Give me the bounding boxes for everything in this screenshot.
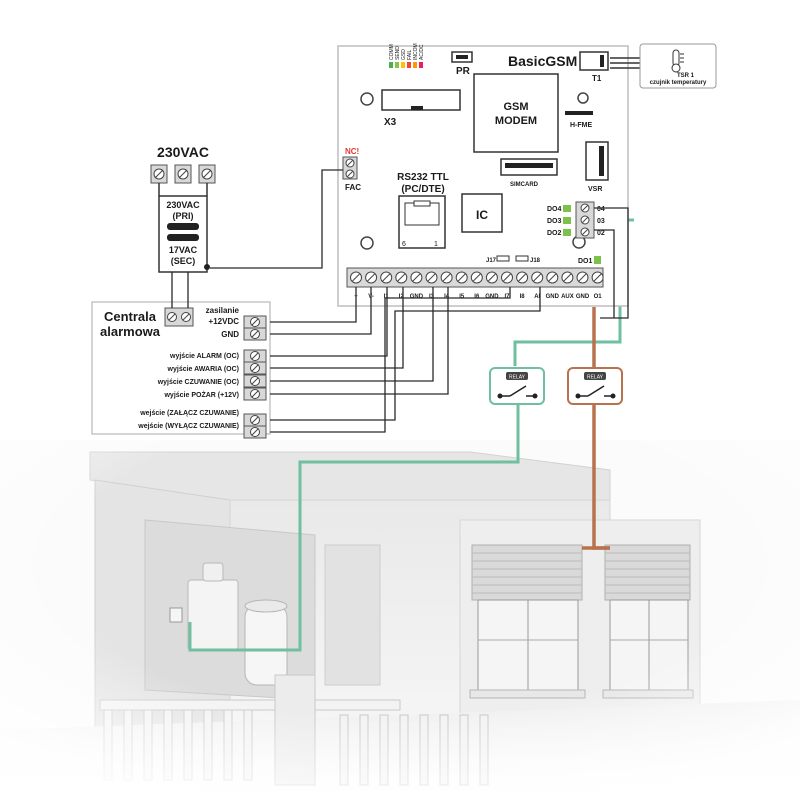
gsm-modem	[473, 73, 559, 153]
panel-row-label: wejście (WYŁĄCZ CZUWANIE)	[137, 423, 239, 430]
panel-row-label: wyjście ALARM (OC)	[169, 353, 239, 360]
terminal-label: GND	[576, 294, 590, 300]
jp8-label: J18	[530, 258, 541, 264]
jp7-label: J17	[486, 258, 497, 264]
fac-label: FAC	[345, 183, 361, 192]
control-wires	[171, 169, 629, 433]
supply-terminal-1	[150, 164, 168, 184]
ic-chip	[461, 193, 503, 233]
pri-label-line2: (PRI)	[173, 211, 194, 221]
terminal-label: I8	[520, 294, 526, 300]
t1-label: T1	[592, 74, 602, 83]
terminal-label: I3	[429, 294, 435, 300]
led-label: FAIL	[407, 49, 413, 60]
fac-nc-label: NC!	[345, 147, 359, 156]
main-terminal-strip	[346, 267, 604, 288]
terminal-label: GND	[410, 294, 424, 300]
x3-label: X3	[384, 117, 397, 128]
modem-label-line2: MODEM	[495, 115, 537, 127]
o2-label: 02	[597, 230, 605, 237]
supply-terminal-2	[174, 164, 192, 184]
panel-row-label: GND	[221, 330, 239, 339]
rs232-label-line1: RS232 TTL	[397, 172, 449, 183]
house-illustration	[0, 440, 800, 800]
do3-label: DO3	[547, 218, 562, 225]
led-label: COMM	[389, 44, 395, 60]
relay-1: RELAY	[489, 367, 545, 405]
transformer-core-icon	[167, 223, 199, 230]
board-title: BasicGSM	[508, 53, 577, 69]
pri-label-line1: 230VAC	[166, 200, 200, 210]
terminal-label: I4	[444, 294, 450, 300]
switch-icon	[509, 385, 527, 397]
vsr-label: VSR	[588, 186, 602, 193]
ic-label: IC	[476, 208, 488, 222]
terminal-label: I6	[474, 294, 480, 300]
brown-wire	[582, 307, 610, 550]
temperature-sensor: TSR 1 czujnik temperatury	[610, 43, 717, 89]
panel-row-label: wyjście AWARIA (OC)	[167, 366, 239, 373]
panel-row-label: zasilanie	[206, 306, 240, 315]
pr-label: PR	[456, 66, 471, 77]
sec-label-line2: (SEC)	[171, 256, 196, 266]
modem-label-line1: GSM	[503, 101, 528, 113]
led-label: AC/DC	[419, 44, 425, 60]
terminal-label: AUX	[561, 294, 574, 300]
led-label: INCOM	[413, 43, 419, 60]
terminal-label: GND	[485, 294, 499, 300]
rs232-pin6: 6	[402, 241, 406, 248]
led-label: SEND	[395, 46, 401, 60]
do-output-terminal	[575, 201, 595, 239]
terminal-label: I2	[399, 294, 405, 300]
terminal-label: O1	[594, 294, 603, 300]
o3-label: 03	[597, 218, 605, 225]
led-indicators: COMM SEND GSD FAIL INCOM AC/DC	[389, 43, 425, 68]
panel-title-line1: Centrala	[104, 309, 157, 324]
simcard-label: SIMCARD	[510, 182, 539, 188]
hfme-label: H-FME	[570, 122, 592, 129]
relay-label: RELAY	[509, 375, 526, 381]
panel-title-line2: alarmowa	[100, 324, 161, 339]
sec-label-line1: 17VAC	[169, 245, 198, 255]
sensor-label-line2: czujnik temperatury	[650, 80, 707, 86]
rs232-pin1: 1	[434, 241, 438, 248]
o4-label: 04	[597, 206, 605, 213]
terminal-label: AI	[534, 294, 540, 300]
relay-2: RELAY	[567, 367, 623, 405]
alarm-panel: Centrala alarmowa zasilanie +12VDC GND w…	[91, 301, 271, 439]
supply-label: 230VAC	[157, 144, 209, 160]
thermometer-icon	[671, 49, 684, 73]
relay-label: RELAY	[587, 375, 604, 381]
fac-terminal: NC! FAC	[342, 147, 361, 192]
do4-label: DO4	[547, 206, 562, 213]
do2-label: DO2	[547, 230, 562, 237]
rs232-label-line2: (PC/DTE)	[401, 184, 444, 195]
transformer: 230VAC 230VAC (PRI) 17VAC (SEC)	[150, 144, 216, 273]
supply-terminal-3	[198, 164, 216, 184]
panel-row-label: wyjście CZUWANIE (OC)	[157, 379, 239, 386]
terminal-label: I5	[459, 294, 465, 300]
led-label: GSD	[401, 49, 407, 60]
terminal-label: GND	[546, 294, 560, 300]
panel-row-label: wejście (ZAŁĄCZ CZUWANIE)	[139, 410, 239, 417]
terminal-label: I7	[504, 294, 510, 300]
panel-row-label: wyjście POŻAR (+12V)	[163, 391, 239, 399]
panel-row-label: +12VDC	[209, 317, 240, 326]
sensor-label-line1: TSR 1	[677, 73, 695, 79]
vsr-connector	[585, 141, 609, 181]
basicgsm-board: BasicGSM COMM SEND GSD FAIL INCOM AC/DC …	[337, 43, 629, 307]
do1-label: DO1	[578, 258, 593, 265]
switch-icon	[587, 385, 605, 397]
